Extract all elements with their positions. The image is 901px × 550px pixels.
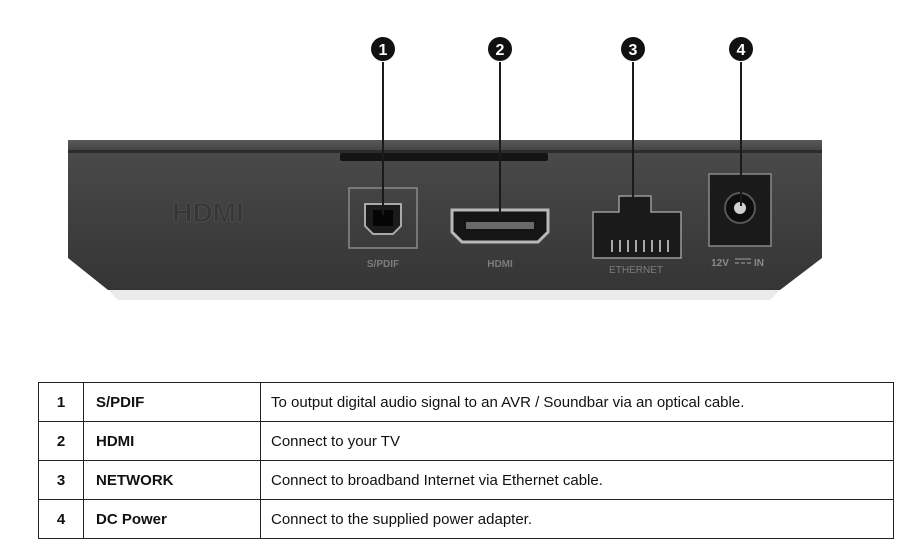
card-slot xyxy=(340,153,548,161)
device-rear-panel-figure: HDMI S/PDIF HDMI ETHERNET 12V xyxy=(68,37,822,300)
row-number: 3 xyxy=(38,460,84,500)
port-name: HDMI xyxy=(83,421,261,461)
dc-power-port-label: 12V IN xyxy=(711,258,764,269)
svg-text:IN: IN xyxy=(754,258,764,269)
table-row: 1 S/PDIF To output digital audio signal … xyxy=(38,382,894,422)
port-description: Connect to broadband Internet via Ethern… xyxy=(260,460,894,500)
svg-text:1: 1 xyxy=(379,42,388,59)
spdif-port[interactable] xyxy=(348,187,418,249)
callout-marker-4: 4 xyxy=(729,37,753,61)
table-row: 4 DC Power Connect to the supplied power… xyxy=(38,499,894,539)
table-row: 2 HDMI Connect to your TV xyxy=(38,421,894,461)
spdif-port-label: S/PDIF xyxy=(367,259,399,270)
ethernet-port-label: ETHERNET xyxy=(609,265,663,276)
hdmi-port[interactable] xyxy=(450,208,550,244)
port-legend-table: 1 S/PDIF To output digital audio signal … xyxy=(38,382,894,539)
callout-marker-1: 1 xyxy=(371,37,395,61)
port-name: NETWORK xyxy=(83,460,261,500)
port-name: S/PDIF xyxy=(83,382,261,422)
row-number: 2 xyxy=(38,421,84,461)
port-name: DC Power xyxy=(83,499,261,539)
callout-marker-3: 3 xyxy=(621,37,645,61)
callout-lines xyxy=(382,62,742,218)
port-description: Connect to the supplied power adapter. xyxy=(260,499,894,539)
table-row: 3 NETWORK Connect to broadband Internet … xyxy=(38,460,894,500)
callout-marker-2: 2 xyxy=(488,37,512,61)
row-number: 4 xyxy=(38,499,84,539)
dc-symbol-icon xyxy=(735,258,751,264)
port-description: To output digital audio signal to an AVR… xyxy=(260,382,894,422)
port-description: Connect to your TV xyxy=(260,421,894,461)
hdmi-logo: HDMI xyxy=(172,197,244,228)
svg-text:4: 4 xyxy=(737,42,746,59)
svg-text:2: 2 xyxy=(496,42,505,59)
svg-text:12V: 12V xyxy=(711,258,729,269)
svg-text:3: 3 xyxy=(629,42,638,59)
ethernet-port[interactable] xyxy=(592,195,682,259)
row-number: 1 xyxy=(38,382,84,422)
ethernet-contacts xyxy=(611,240,669,252)
hdmi-port-label: HDMI xyxy=(487,259,513,270)
